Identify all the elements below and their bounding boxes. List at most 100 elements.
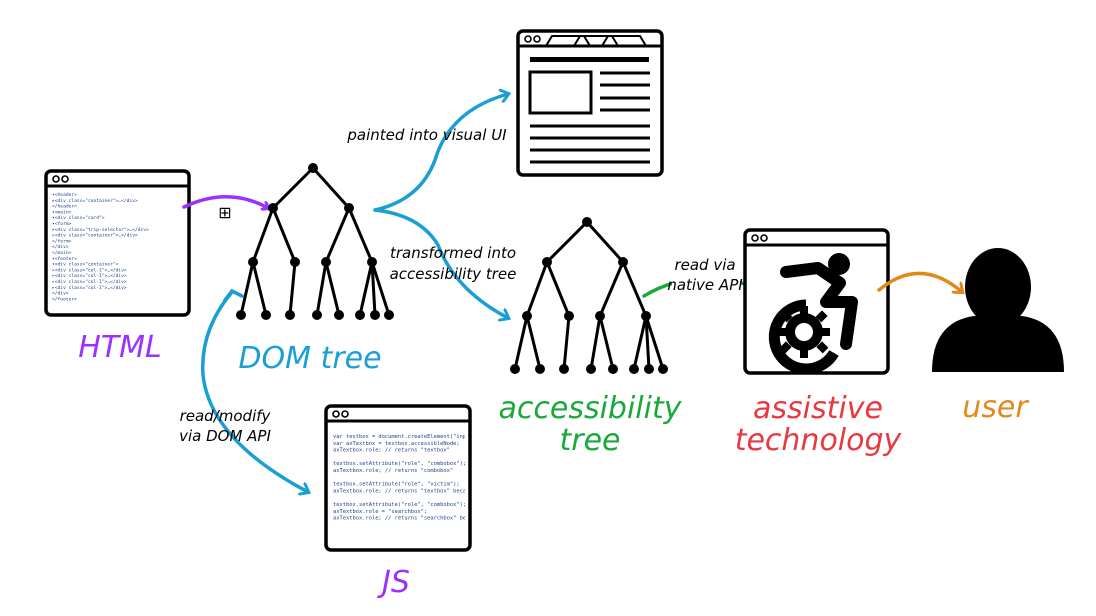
annotation-read-modify-2: via DOM API (179, 427, 271, 445)
code-line: ▸<div class="col-1">…</div> (52, 279, 127, 285)
tree-node (586, 364, 596, 374)
tree-node (618, 257, 628, 267)
code-line: axTextbox.role; // returns "textbox" (333, 448, 450, 454)
code-line: ▾<form> (52, 221, 72, 227)
tree-edge (358, 260, 374, 317)
code-line: axTextbox.role; // returns "searchbox" b… (333, 516, 469, 522)
code-line: </main> (52, 250, 72, 256)
code-line: </footer> (52, 296, 77, 302)
tree-node (608, 364, 618, 374)
wheelchair-accessibility-icon (768, 253, 858, 375)
code-line: ▸<div class="container">…</div> (52, 233, 138, 239)
html-code-window: ▾<header> ▸<div class="container">…</div… (44, 169, 191, 317)
tree-edge (598, 314, 615, 371)
tree-edge (513, 314, 529, 371)
tree-edge (644, 314, 651, 371)
code-line: </div> (52, 244, 69, 250)
dom-js-arrowhead-top (223, 288, 244, 302)
tree-node (312, 310, 322, 320)
tree-edge (632, 314, 648, 371)
browser-tab-icon (545, 35, 591, 47)
accessibility-tree-graphic (510, 217, 668, 374)
tree-node (384, 310, 394, 320)
tree-node (522, 311, 532, 321)
image-placeholder-icon (528, 70, 593, 115)
code-line: var textbox = document.createElement("in… (333, 434, 473, 440)
annotation-read-native-2: native API (667, 276, 743, 294)
tree-edge (644, 314, 665, 371)
tree-node (236, 310, 246, 320)
tree-node (510, 364, 520, 374)
window-dot-icon (524, 35, 532, 43)
code-line: ▾<main> (52, 209, 72, 215)
code-line: var axTextbox = textbox.accessibleNode; (333, 441, 460, 447)
html-to-dom-arrow (182, 195, 268, 208)
browser-tab-icon (573, 35, 619, 47)
annotation-transformed-2: accessibility tree (390, 265, 517, 283)
tree-node (559, 364, 569, 374)
label-assistive-1: assistive (753, 391, 883, 426)
dom-js-arrow (201, 290, 308, 492)
tree-node (285, 310, 295, 320)
window-dot-icon (533, 35, 541, 43)
tree-edge (347, 206, 374, 264)
plus-box-icon: ⊞ (218, 203, 231, 222)
tree-edge (311, 166, 351, 210)
tree-edge (315, 260, 328, 317)
tree-node (564, 311, 574, 321)
tree-node (535, 364, 545, 374)
browser-tab-icon (601, 35, 647, 47)
tree-node (582, 217, 592, 227)
label-user: user (962, 390, 1029, 425)
visual-ui-window (516, 29, 664, 177)
window-dot-icon (332, 410, 340, 418)
label-dom-tree: DOM tree (238, 341, 381, 376)
tree-edge (251, 260, 268, 317)
tree-node (344, 203, 354, 213)
code-line: </header> (52, 204, 77, 210)
tree-edge (598, 260, 625, 318)
tree-edge (585, 220, 625, 264)
code-line: ▸<div class="col-1">…</div> (52, 273, 127, 279)
code-line: ▾<footer> (52, 256, 77, 262)
tree-node (248, 257, 258, 267)
code-line: ▸<div class="container">…</div> (52, 198, 138, 204)
tree-node (629, 364, 639, 374)
window-dot-icon (341, 410, 349, 418)
tree-node (658, 364, 668, 374)
tree-edge (239, 260, 255, 317)
tree-edge (324, 260, 341, 317)
label-js: JS (377, 565, 410, 600)
tree-edge (251, 206, 275, 264)
annotation-painted: painted into visual UI (346, 126, 507, 144)
tree-edge (545, 220, 589, 264)
code-line: ▾<div class="container"> (52, 262, 119, 268)
window-dot-icon (760, 234, 768, 242)
at-to-user-arrow (877, 271, 962, 292)
tree-node (308, 163, 318, 173)
code-line: </form> (52, 238, 72, 244)
code-line: textbox.setAttribute("role", "combobox")… (333, 502, 466, 508)
label-html: HTML (78, 330, 161, 365)
assistive-technology-window (743, 228, 890, 375)
code-line: ▾<header> (52, 192, 77, 198)
tree-edge (589, 314, 602, 371)
code-line: axTextbox.role = "searchbox"; (333, 509, 427, 515)
tree-edge (545, 260, 571, 318)
tree-node (261, 310, 271, 320)
code-line: textbox.setAttribute("role", "victim"); (333, 482, 460, 488)
tree-edge (370, 260, 391, 317)
dom-to-visual-ui-arrow (373, 94, 508, 212)
code-line: axTextbox.role; // returns "textbox" bec… (333, 488, 469, 494)
tree-node (290, 257, 300, 267)
annotation-transformed-1: transformed into (390, 244, 516, 262)
tree-node (542, 257, 552, 267)
code-line: </div> (52, 291, 69, 297)
window-dot-icon (751, 234, 759, 242)
code-line: textbox.setAttribute("role", "combobox")… (333, 461, 466, 467)
tree-node (644, 364, 654, 374)
code-line: ▸<div class="col-1">…</div> (52, 267, 127, 273)
dom-to-accessibility-tree-arrow (373, 208, 508, 318)
user-icon (932, 248, 1064, 372)
